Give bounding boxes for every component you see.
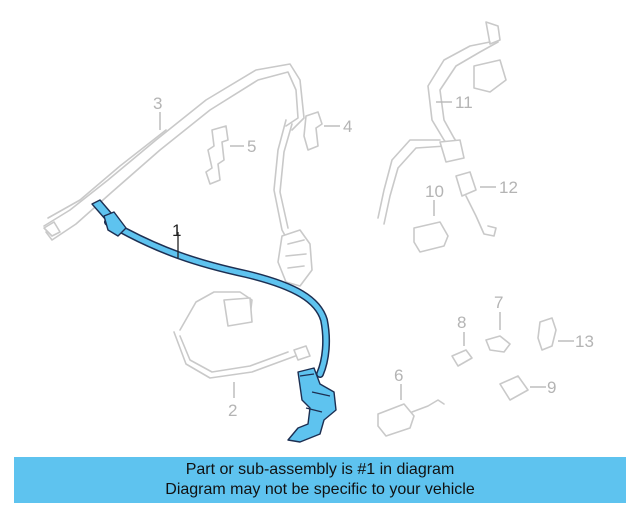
- parts-diagram: 3 5 4 2 11 12: [43, 21, 594, 443]
- part-8-clip: [451, 349, 473, 367]
- part-2-harness: [173, 291, 311, 379]
- callout-11: 11: [455, 93, 473, 112]
- callout-9: 9: [547, 378, 556, 397]
- callout-2: 2: [228, 401, 237, 420]
- part-5-bracket: [205, 125, 229, 185]
- callout-12: 12: [499, 178, 518, 197]
- callout-5: 5: [247, 137, 256, 156]
- part-4-clip: [303, 111, 323, 151]
- part-9-pad: [499, 375, 529, 401]
- callout-1: 1: [172, 221, 181, 240]
- part-13-bracket: [537, 317, 557, 351]
- pillar-harness-ghost: [273, 119, 313, 287]
- part-6-module: [377, 399, 445, 437]
- info-banner: Part or sub-assembly is #1 in diagram Di…: [14, 457, 626, 503]
- part-1-harness-highlighted: [91, 199, 337, 443]
- callout-3: 3: [153, 94, 162, 113]
- banner-line-1: Part or sub-assembly is #1 in diagram: [185, 461, 455, 478]
- callout-13: 13: [575, 332, 594, 351]
- callout-8: 8: [457, 313, 466, 332]
- callout-4: 4: [343, 117, 352, 136]
- part-12-anchor: [455, 171, 497, 237]
- callout-10: 10: [425, 182, 444, 201]
- part-10-sensor: [413, 221, 449, 253]
- callout-7: 7: [494, 293, 503, 312]
- part-11-seat-belt: [377, 21, 507, 225]
- part-7-clip: [485, 335, 511, 353]
- banner-line-2: Diagram may not be specific to your vehi…: [165, 481, 475, 498]
- part-3-curtain-airbag: [43, 63, 305, 241]
- callout-6: 6: [394, 366, 403, 385]
